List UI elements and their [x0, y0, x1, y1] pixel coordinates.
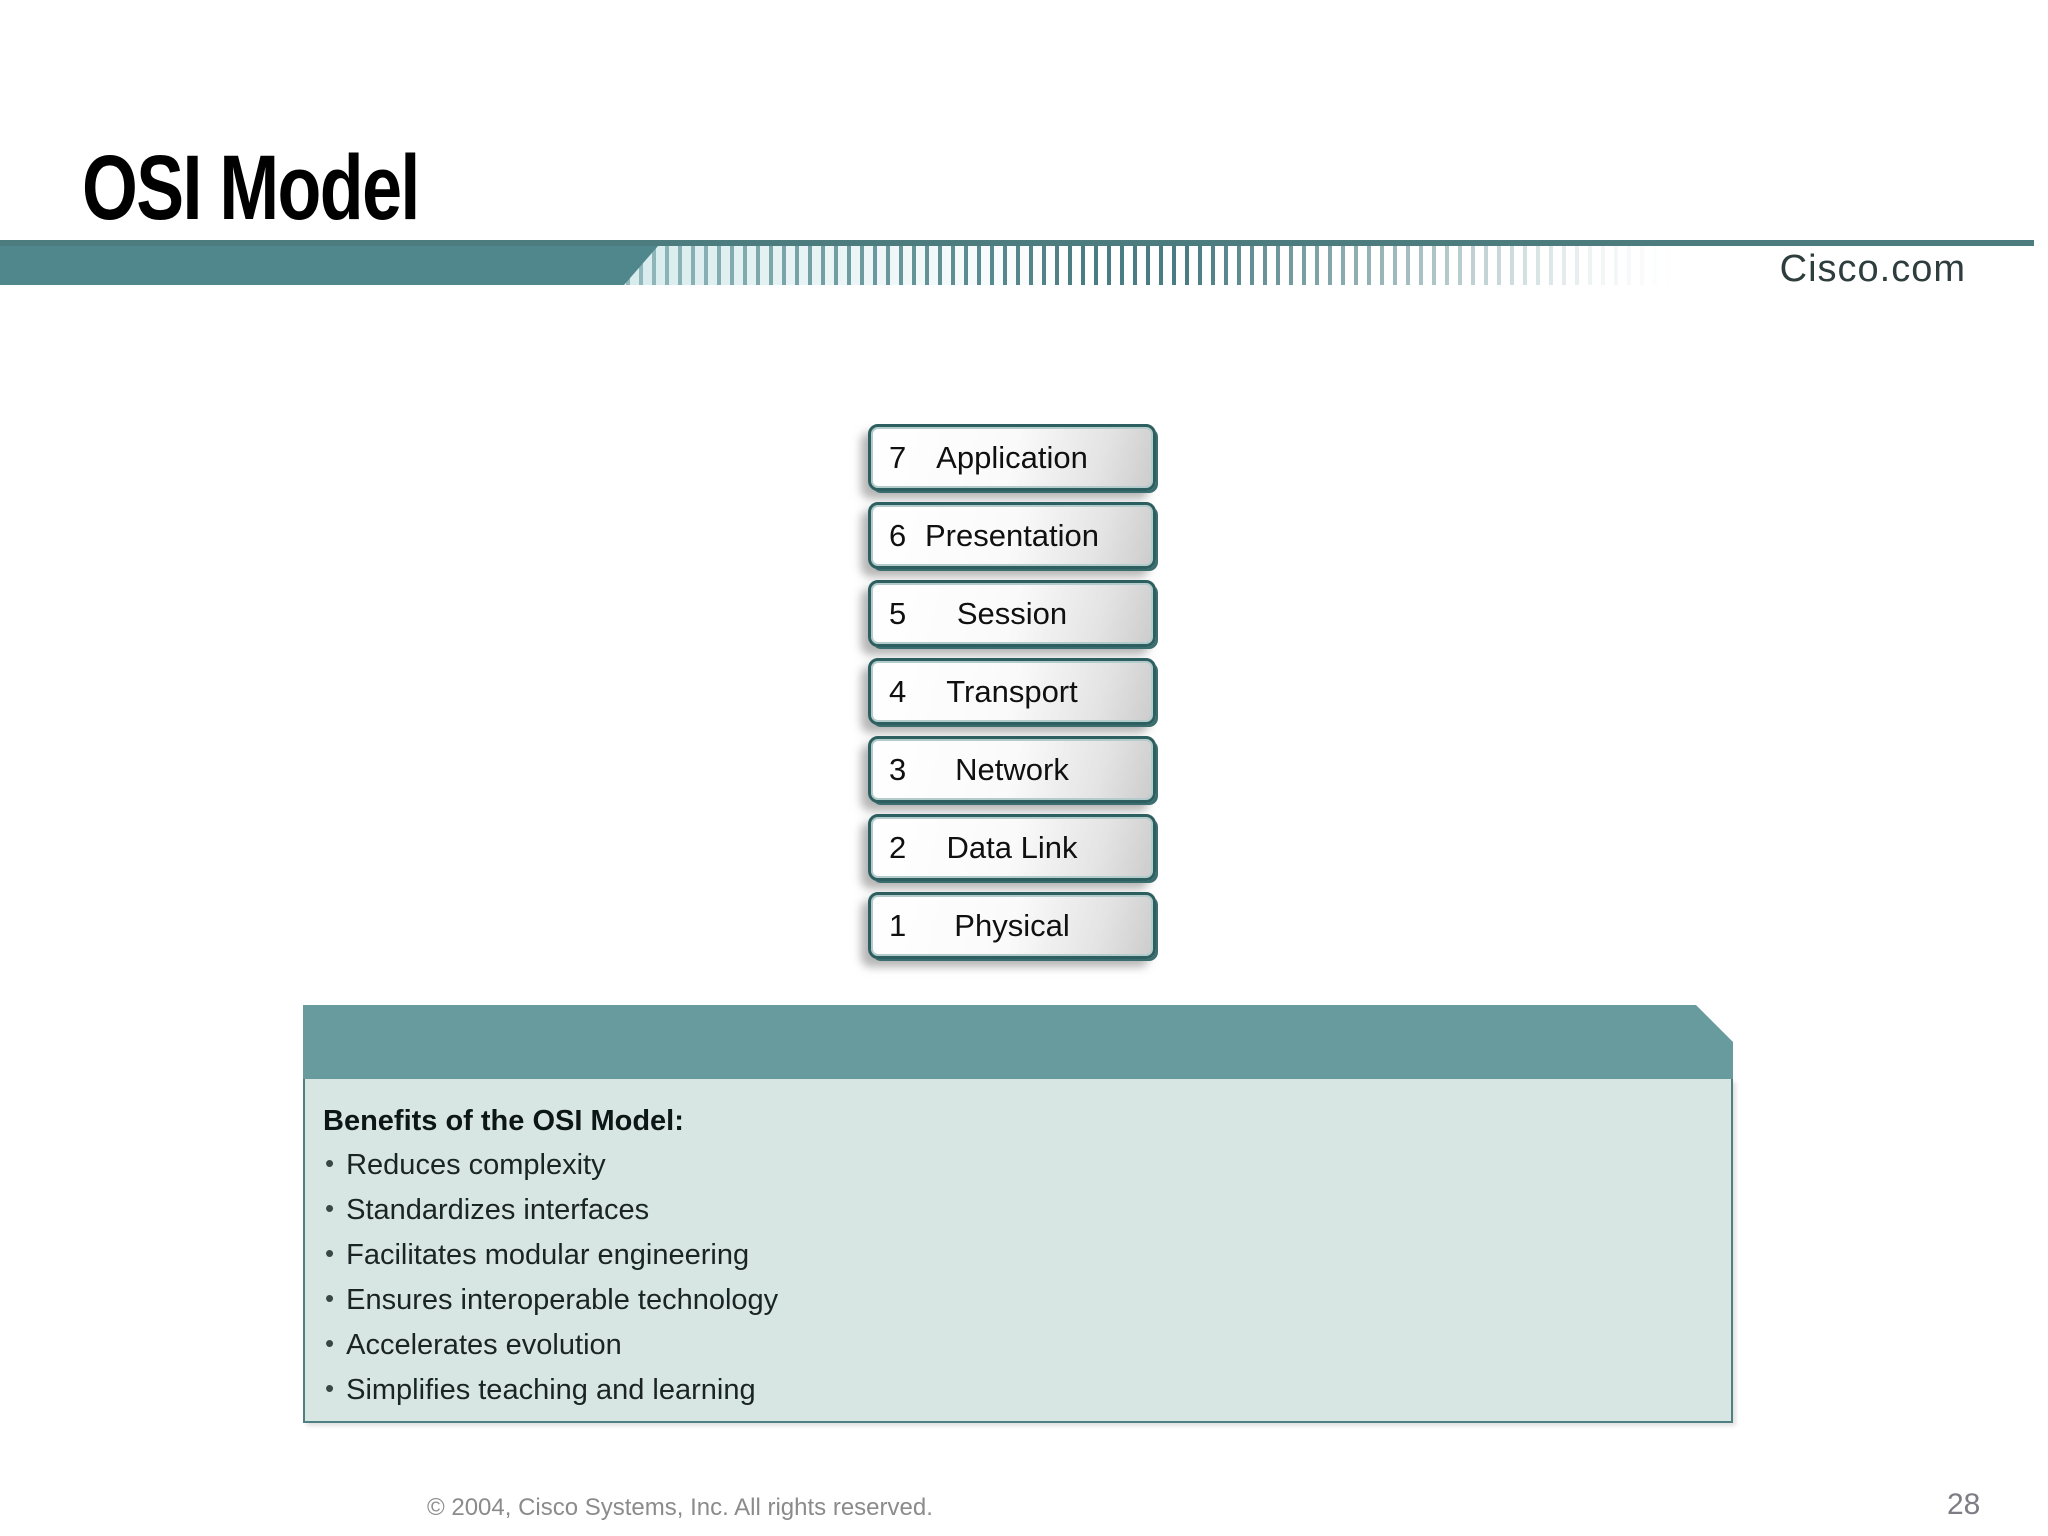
layer-name: Transport [946, 673, 1078, 709]
layer-number: 1 [889, 907, 907, 943]
layer-box-data-link: 2 Data Link [868, 814, 1156, 881]
layer-box-application: 7 Application [868, 424, 1156, 491]
benefit-item: Simplifies teaching and learning [323, 1368, 1701, 1413]
layer-box-physical: 1 Physical [868, 892, 1156, 959]
layer-number: 5 [889, 595, 907, 631]
benefit-item: Standardizes interfaces [323, 1188, 1701, 1233]
layer-box-presentation: 6 Presentation [868, 502, 1156, 569]
brand-cisco-com: Cisco.com [1779, 248, 1966, 290]
layer-number: 6 [889, 517, 907, 553]
benefits-header-bar [303, 1005, 1733, 1079]
osi-layer-stack: 7 Application 6 Presentation 5 Session 4… [868, 424, 1156, 959]
layer-name: Physical [954, 907, 1070, 943]
layer-box-network: 3 Network [868, 736, 1156, 803]
slide-title: OSI Model [82, 137, 420, 239]
layer-name: Session [956, 595, 1068, 631]
benefit-item: Reduces complexity [323, 1143, 1701, 1188]
layer-box-session: 5 Session [868, 580, 1156, 647]
benefits-panel: Benefits of the OSI Model: Reduces compl… [303, 1005, 1733, 1423]
header-hatch-pattern [600, 246, 1672, 285]
layer-number: 2 [889, 829, 907, 865]
layer-name: Presentation [924, 517, 1100, 553]
layer-name: Network [955, 751, 1069, 787]
header-teal-bar [0, 246, 658, 285]
header-rule-line [0, 240, 2034, 246]
layer-number: 4 [889, 673, 907, 709]
benefits-list: Reduces complexity Standardizes interfac… [323, 1143, 1701, 1413]
benefits-body: Benefits of the OSI Model: Reduces compl… [303, 1079, 1733, 1423]
benefits-heading: Benefits of the OSI Model: [323, 1105, 684, 1137]
benefit-item: Ensures interoperable technology [323, 1278, 1701, 1323]
layer-name: Application [936, 439, 1088, 475]
layer-box-transport: 4 Transport [868, 658, 1156, 725]
layer-number: 7 [889, 439, 907, 475]
page-number: 28 [1947, 1488, 1981, 1521]
benefit-item: Facilitates modular engineering [323, 1233, 1701, 1278]
copyright-text: © 2004, Cisco Systems, Inc. All rights r… [427, 1494, 933, 1521]
layer-name: Data Link [946, 829, 1078, 865]
benefit-item: Accelerates evolution [323, 1323, 1701, 1368]
layer-number: 3 [889, 751, 907, 787]
